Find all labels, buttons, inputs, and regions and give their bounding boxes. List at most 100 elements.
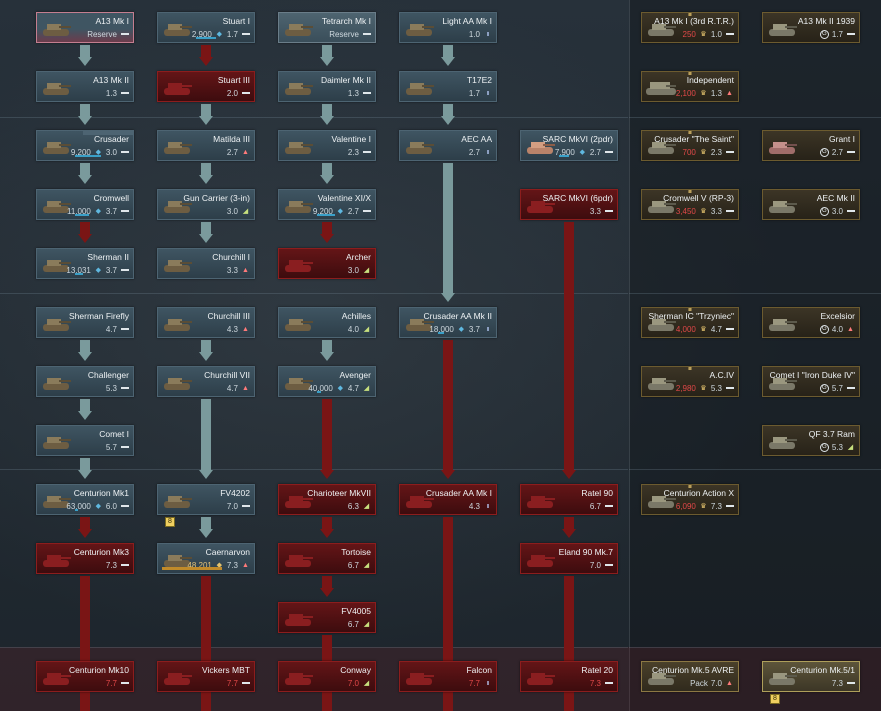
vehicle-card-gun-carrier[interactable]: Gun Carrier (3-in) 3.0◢ [157,189,255,220]
vehicle-card-matilda-3[interactable]: Matilda III 2.7▲ [157,130,255,161]
vehicle-card-cromwell[interactable]: Cromwell 11,000◆3.7 [36,189,134,220]
tank-icon [406,83,434,95]
vehicle-name: Stuart III [217,75,250,85]
vehicle-card-avenger[interactable]: Avenger 40,000◆4.7◢ [278,366,376,397]
vehicle-card-daimler-2[interactable]: Daimler Mk II 1.3 [278,71,376,102]
link-arrow-icon [441,470,455,479]
vehicle-card-vickers[interactable]: Vickers MBT 7.7 [157,661,255,692]
heavy-tank-icon: ▲ [726,679,733,687]
vehicle-card-archer[interactable]: Archer 3.0◢ [278,248,376,279]
vehicle-card-centurion-3[interactable]: Centurion Mk3 7.3 [36,543,134,574]
vehicle-card-firefly[interactable]: Sherman Firefly 4.7 [36,307,134,338]
battle-rating: 2.7 [831,148,843,157]
vehicle-card-premium-centurion-5-1[interactable]: Centurion Mk.5/1 7.3 [762,661,860,692]
vehicle-card-comet-1[interactable]: Comet I 5.7 [36,425,134,456]
vehicle-card-premium-saint[interactable]: ♛ Crusader "The Saint" 700♛2.3 [641,130,739,161]
vehicle-card-achilles[interactable]: Achilles 4.0◢ [278,307,376,338]
research-target-icon[interactable]: 8 [165,517,175,527]
medium-tank-icon [725,31,734,39]
tank-icon [769,437,797,449]
vehicle-name: Valentine XI/X [317,193,371,203]
medium-tank-icon [120,267,129,275]
vehicle-card-valentine-11[interactable]: Valentine XI/X 9,200◆2.7 [278,189,376,220]
vehicle-card-a13-mk2[interactable]: A13 Mk II 1.3 [36,71,134,102]
vehicle-card-premium-independent[interactable]: ♛ Independent 2,100♛1.3▲ [641,71,739,102]
link-arrow-icon [562,529,576,538]
tank-icon [164,201,192,213]
vehicle-name: Comet I [99,429,129,439]
tank-icon [43,319,71,331]
vehicle-card-churchill-3[interactable]: Churchill III 4.3▲ [157,307,255,338]
medium-tank-icon [846,31,855,39]
tank-icon [285,24,313,36]
battle-rating: 2.7 [347,207,359,216]
vehicle-card-premium-cromwell-5[interactable]: ♛ Cromwell V (RP-3) 3,450♛3.3 [641,189,739,220]
vehicle-card-premium-centurion-action-x[interactable]: ♛ Centurion Action X 6,090♛7.3 [641,484,739,515]
research-link [322,222,332,235]
vehicle-card-sarc-2pdr[interactable]: SARC MkVI (2pdr) 7,900◆2.7 [520,130,618,161]
vehicle-card-sherman-2[interactable]: Sherman II 13,031◆3.7 [36,248,134,279]
vehicle-card-centurion-10[interactable]: Centurion Mk10 7.7 [36,661,134,692]
rank-separator [629,293,881,294]
research-points: 63,000 [66,502,91,511]
vehicle-card-ratel-20[interactable]: Ratel 20 7.3 [520,661,618,692]
vehicle-card-challenger[interactable]: Challenger 5.3 [36,366,134,397]
golden-eagle-icon: ♛ [700,502,707,510]
golden-eagle-icon: ♛ [700,30,707,38]
vehicle-name: Sherman II [87,252,129,262]
vehicle-card-premium-a13-rtr[interactable]: ♛ A13 Mk I (3rd R.T.R.) 250♛1.0 [641,12,739,43]
vehicle-card-tortoise[interactable]: Tortoise 6.7◢ [278,543,376,574]
battle-rating: 4.7 [105,325,117,334]
vehicle-card-caernarvon[interactable]: Caernarvon 48,201◆7.3▲ [157,543,255,574]
research-link [564,517,574,530]
vehicle-card-fv4202[interactable]: FV4202 7.0 [157,484,255,515]
tank-icon [43,83,71,95]
battle-rating: 5.3 [105,384,117,393]
vehicle-card-churchill-1[interactable]: Churchill I 3.3▲ [157,248,255,279]
vehicle-card-premium-trzyniec[interactable]: ♛ Sherman IC "Trzyniec" 4,000♛4.7 [641,307,739,338]
vehicle-card-valentine-1[interactable]: Valentine I 2.3 [278,130,376,161]
tank-icon [43,437,71,449]
vehicle-card-tetrarch-1[interactable]: Tetrarch Mk I Reserve [278,12,376,43]
tank-silhouette-icon [285,614,313,626]
vehicle-card-a13-mk1[interactable]: A13 Mk I Reserve [36,12,134,43]
vehicle-card-crusader[interactable]: Crusader 9,200◆3.0 [36,130,134,161]
vehicle-card-centurion-1[interactable]: Centurion Mk1 63,000◆6.0 [36,484,134,515]
vehicle-card-stuart-3[interactable]: Stuart III 2.0 [157,71,255,102]
battle-rating: 6.7 [589,502,601,511]
medium-tank-icon [725,503,734,511]
battle-rating: 1.3 [710,89,722,98]
battle-rating: 1.0 [710,30,722,39]
vehicle-card-sarc-6pdr[interactable]: SARC MkVI (6pdr) 3.3 [520,189,618,220]
vehicle-status: Pack [690,679,708,688]
vehicle-name: Sherman IC "Trzyniec" [648,311,734,321]
vehicle-card-charioteer[interactable]: Charioteer MkVII 6.3◢ [278,484,376,515]
vehicle-card-churchill-7[interactable]: Churchill VII 4.7▲ [157,366,255,397]
vehicle-card-premium-aciv[interactable]: ♛ A.C.IV 2,980♛5.3 [641,366,739,397]
vehicle-card-ratel-90[interactable]: Ratel 90 6.7 [520,484,618,515]
rank-separator [0,117,628,118]
vehicle-card-eland[interactable]: Eland 90 Mk.7 7.0 [520,543,618,574]
vehicle-card-fv4005[interactable]: FV4005 6.7◢ [278,602,376,633]
vehicle-card-conway[interactable]: Conway 7.0◢ [278,661,376,692]
research-icon: ◆ [95,207,102,215]
research-link [443,163,453,294]
research-target-icon[interactable]: 8 [770,694,780,704]
battle-rating: 4.7 [710,325,722,334]
rank-separator [0,647,628,648]
gift-vehicle-icon: G [819,443,829,452]
vehicle-card-stuart-1[interactable]: Stuart I 2,900◆1.7 [157,12,255,43]
